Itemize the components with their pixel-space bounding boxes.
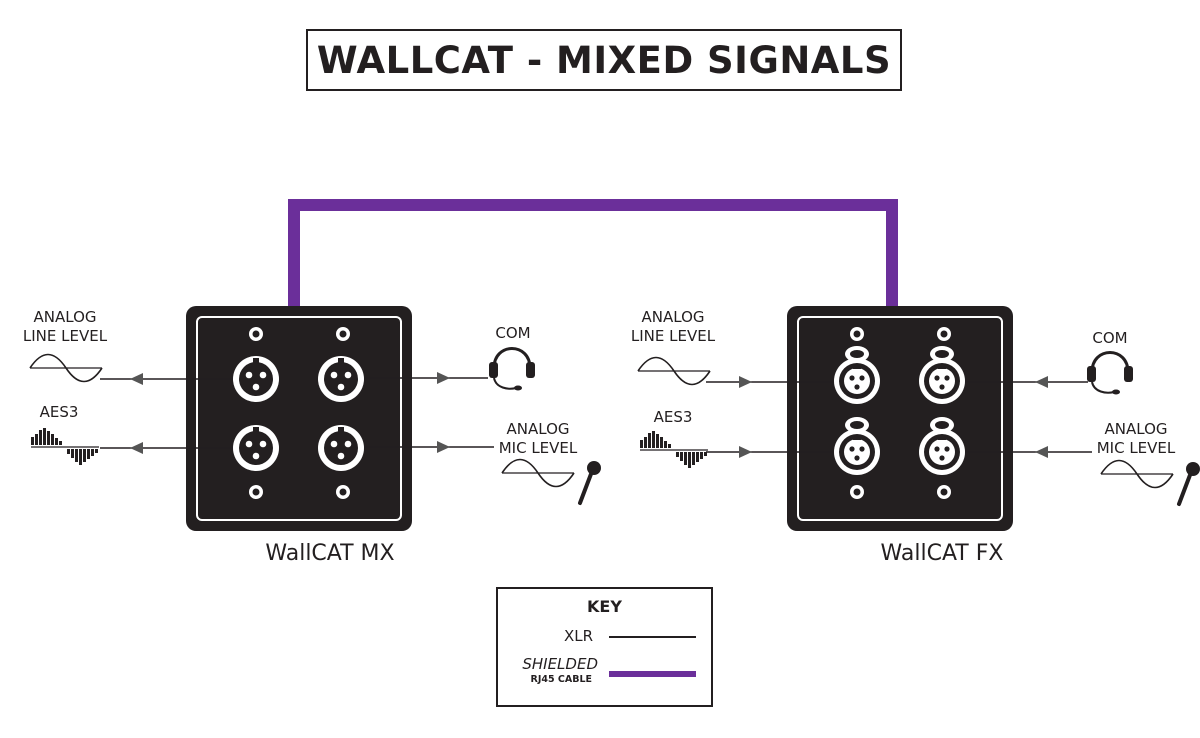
microphone-icon [578,459,603,505]
key-rj45-label: RJ45 CABLE [530,674,593,685]
label-line-2: MIC LEVEL [498,439,578,457]
screw-icon [937,485,951,499]
key-legend: KEY XLR SHIELDED RJ45 CABLE [496,587,713,707]
mx-com-label: COM [495,324,531,342]
screw-icon [850,327,864,341]
wallcat-mx-panel [186,306,412,531]
key-rj45-line [609,671,696,677]
label-line-1: ANALOG [33,308,97,326]
mx-aes3-label: AES3 [39,403,79,421]
mx-left-xlr-lines [100,373,233,454]
xlr-male-connector-icon [233,356,279,402]
xlr-male-connector-icon [233,425,279,471]
screw-icon [336,327,350,341]
sine-wave-icon [501,458,575,488]
key-shielded-label: SHIELDED [522,655,598,673]
fx-device-name: WallCAT FX [880,541,1004,566]
label-line-2: LINE LEVEL [630,327,716,345]
key-xlr-line [609,636,696,638]
sine-wave-icon [1100,459,1174,489]
headset-icon [1085,351,1135,396]
fx-analog-line-label: ANALOG LINE LEVEL [622,308,724,346]
label-line-1: ANALOG [641,308,705,326]
aes3-digital-icon [639,430,709,469]
headset-icon [487,347,537,392]
label-line-1: ANALOG [506,420,570,438]
key-xlr-label: XLR [563,627,593,645]
sine-wave-icon [29,353,103,383]
fx-right-xlr-lines [965,376,1092,458]
screw-icon [249,327,263,341]
label-line-2: LINE LEVEL [22,327,108,345]
screw-icon [850,485,864,499]
screw-icon [937,327,951,341]
mx-analog-mic-label: ANALOG MIC LEVEL [490,420,586,458]
aes3-digital-icon [30,427,100,466]
wallcat-fx-panel [787,306,1013,531]
mx-analog-line-label: ANALOG LINE LEVEL [14,308,116,346]
fx-com-label: COM [1092,329,1128,347]
mx-device-name: WallCAT MX [265,541,395,566]
sine-wave-icon [637,356,711,386]
rj45-cable [288,199,898,306]
screw-icon [336,485,350,499]
xlr-male-connector-icon [318,425,364,471]
fx-aes3-label: AES3 [653,408,693,426]
label-line-2: MIC LEVEL [1096,439,1176,457]
fx-analog-mic-label: ANALOG MIC LEVEL [1088,420,1184,458]
xlr-male-connector-icon [318,356,364,402]
mx-right-xlr-lines [364,372,494,453]
microphone-icon [1177,460,1200,506]
fx-left-xlr-lines [706,376,834,458]
page-title: WALLCAT - MIXED SIGNALS [316,38,892,82]
key-title: KEY [587,597,622,616]
screw-icon [249,485,263,499]
title-box: WALLCAT - MIXED SIGNALS [306,29,902,91]
label-line-1: ANALOG [1104,420,1168,438]
